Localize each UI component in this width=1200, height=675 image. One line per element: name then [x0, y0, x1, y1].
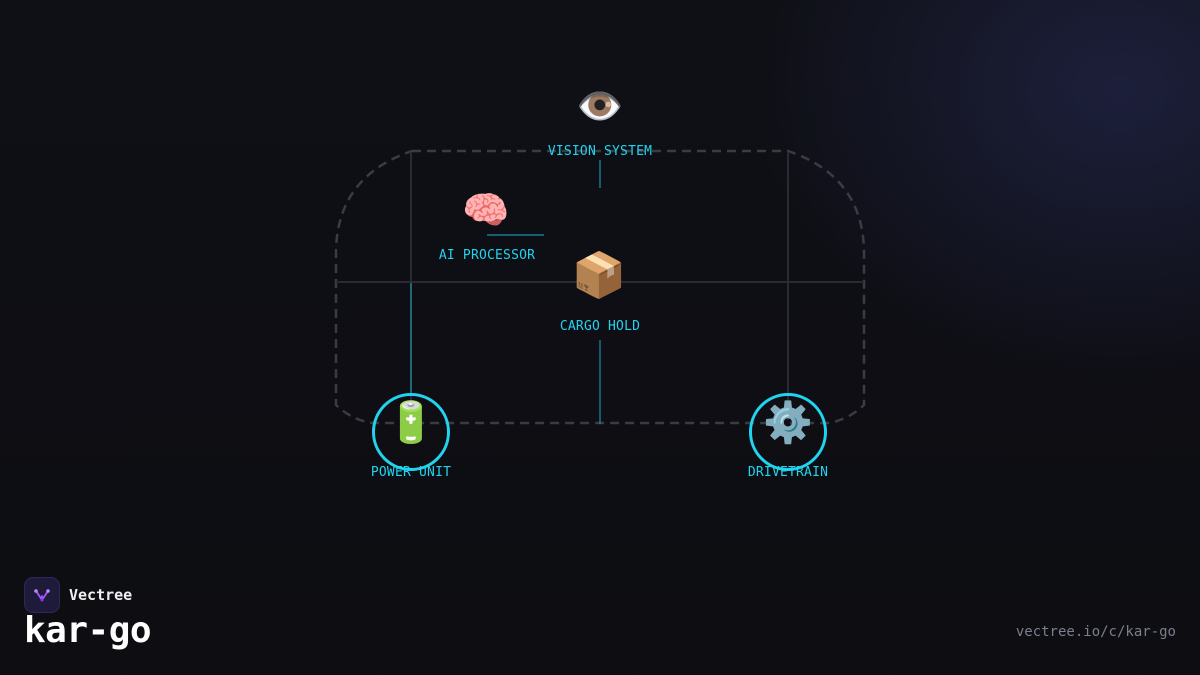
- node-label-vision-system: VISION SYSTEM: [547, 144, 653, 159]
- gear-icon: ⚙️: [763, 400, 813, 446]
- footer-url[interactable]: vectree.io/c/kar-go: [1015, 624, 1176, 640]
- vehicle-outline: [334, 149, 866, 425]
- brand: Vectree: [24, 577, 132, 613]
- node-label-cargo-hold: CARGO HOLD: [559, 319, 641, 334]
- brain-icon: 🧠: [462, 188, 510, 232]
- node-label-power-unit: POWER UNIT: [370, 465, 452, 480]
- vectree-logo-icon: [24, 577, 60, 613]
- wheel-ring-power: [372, 393, 450, 471]
- package-icon: 📦: [571, 250, 627, 301]
- node-label-drivetrain: DRIVETRAIN: [747, 465, 829, 480]
- node-label-ai-processor: AI PROCESSOR: [438, 248, 536, 263]
- brand-name: Vectree: [69, 586, 133, 604]
- eye-icon: 👁️: [576, 84, 624, 128]
- battery-icon: 🔋: [386, 400, 436, 446]
- wheel-ring-drive: [749, 393, 827, 471]
- project-title: kar-go: [24, 610, 152, 651]
